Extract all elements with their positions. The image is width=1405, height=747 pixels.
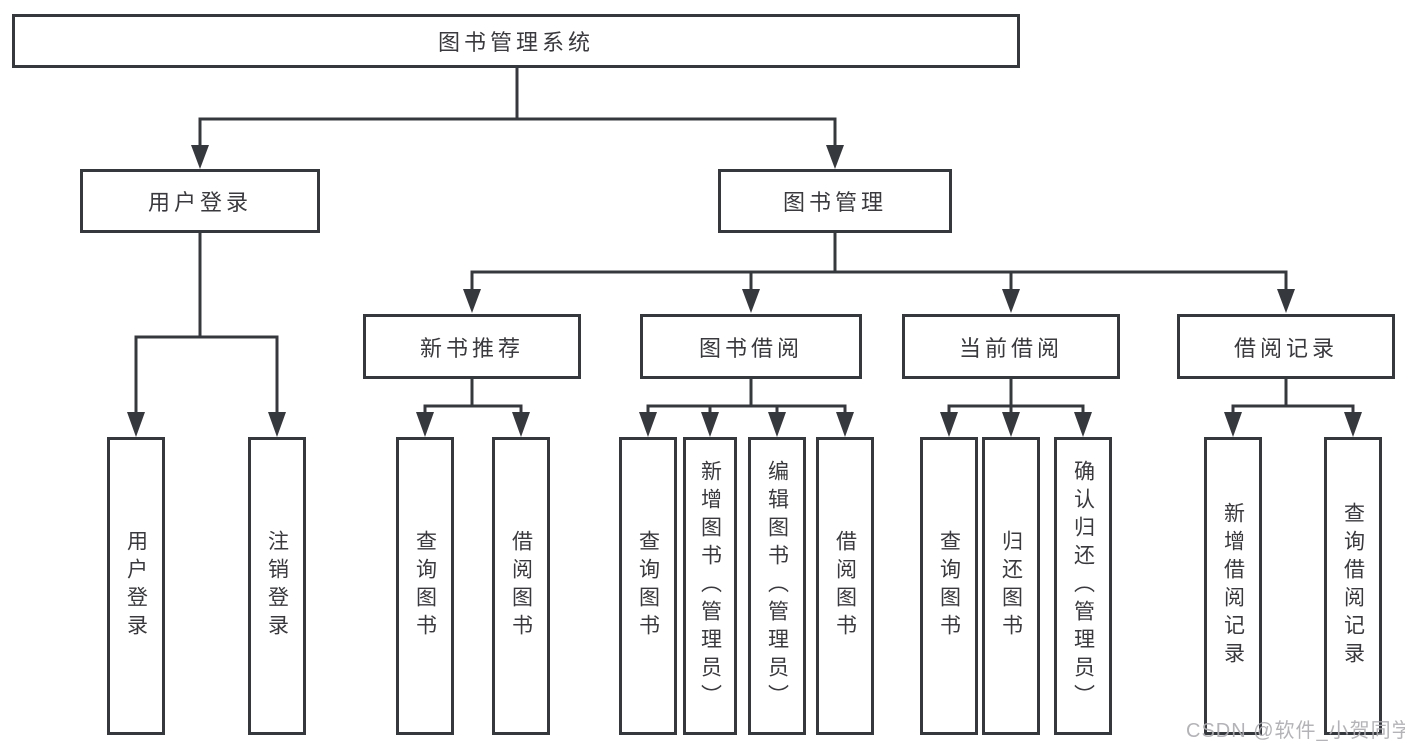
node-leaf-borrow-book-borrow: 借阅图书 xyxy=(816,437,874,735)
csdn-watermark: CSDN @软件_小贺同学 xyxy=(1186,720,1405,742)
node-root: 图书管理系统 xyxy=(12,14,1020,68)
node-user-login-group: 用户登录 xyxy=(80,169,320,233)
node-current-borrow: 当前借阅 xyxy=(902,314,1120,379)
node-leaf-user-login: 用户登录 xyxy=(107,437,165,735)
node-leaf-user-login-label: 用户登录 xyxy=(124,530,148,642)
node-leaf-logout-label: 注销登录 xyxy=(265,530,289,642)
node-book-borrow: 图书借阅 xyxy=(640,314,862,379)
node-leaf-query-borrow-record: 查询借阅记录 xyxy=(1324,437,1382,735)
node-leaf-edit-book-admin: 编辑图书（管理员） xyxy=(748,437,806,735)
node-book-mgmt-group: 图书管理 xyxy=(718,169,952,233)
node-leaf-borrow-book-borrow-label: 借阅图书 xyxy=(833,530,857,642)
node-new-book-rec: 新书推荐 xyxy=(363,314,581,379)
node-leaf-query-book-borrow-label: 查询图书 xyxy=(636,530,660,642)
node-leaf-query-borrow-record-label: 查询借阅记录 xyxy=(1341,502,1365,670)
node-leaf-return-book-label: 归还图书 xyxy=(999,530,1023,642)
node-leaf-return-book: 归还图书 xyxy=(982,437,1040,735)
node-leaf-borrow-book-rec: 借阅图书 xyxy=(492,437,550,735)
node-leaf-add-borrow-record-label: 新增借阅记录 xyxy=(1221,502,1245,670)
node-leaf-query-book-current-label: 查询图书 xyxy=(937,530,961,642)
node-leaf-edit-book-admin-label: 编辑图书（管理员） xyxy=(765,460,789,712)
node-borrow-record: 借阅记录 xyxy=(1177,314,1395,379)
node-leaf-query-book-borrow: 查询图书 xyxy=(619,437,677,735)
node-leaf-add-borrow-record: 新增借阅记录 xyxy=(1204,437,1262,735)
node-leaf-add-book-admin-label: 新增图书（管理员） xyxy=(698,460,722,712)
node-leaf-confirm-return-admin: 确认归还（管理员） xyxy=(1054,437,1112,735)
node-leaf-query-book-rec: 查询图书 xyxy=(396,437,454,735)
node-leaf-logout: 注销登录 xyxy=(248,437,306,735)
node-leaf-query-book-current: 查询图书 xyxy=(920,437,978,735)
node-leaf-add-book-admin: 新增图书（管理员） xyxy=(683,437,737,735)
node-leaf-borrow-book-rec-label: 借阅图书 xyxy=(509,530,533,642)
node-leaf-query-book-rec-label: 查询图书 xyxy=(413,530,437,642)
node-leaf-confirm-return-admin-label: 确认归还（管理员） xyxy=(1071,460,1095,712)
